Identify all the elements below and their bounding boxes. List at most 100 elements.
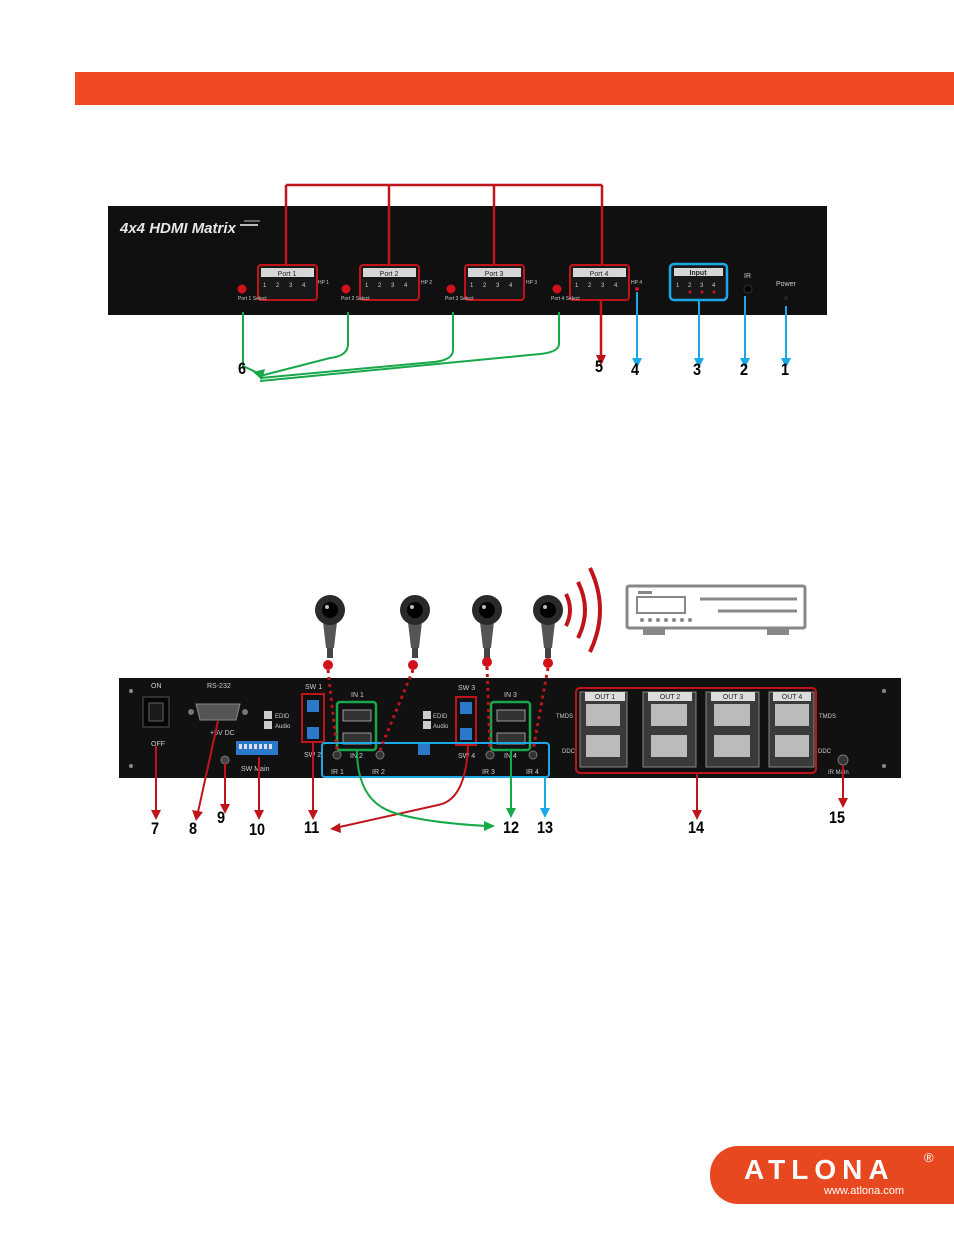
port-label-2: Port 2: [380, 271, 399, 278]
port-select-label-2: Port 2 Select: [341, 296, 370, 302]
port-label-4: Port 4: [590, 271, 609, 278]
svg-text:SW 3: SW 3: [458, 685, 475, 692]
svg-text:3: 3: [700, 283, 704, 289]
svg-text:HP 1: HP 1: [318, 280, 329, 286]
svg-text:4: 4: [404, 283, 408, 289]
callout-4: 4: [631, 360, 640, 379]
svg-text:OUT 4: OUT 4: [782, 694, 803, 701]
sw-main-label: SW Main: [241, 766, 270, 773]
svg-text:IR 2: IR 2: [372, 769, 385, 776]
svg-text:1: 1: [365, 283, 369, 289]
svg-text:2: 2: [483, 283, 487, 289]
ir-label: IR: [744, 273, 751, 280]
callout-12: 12: [503, 818, 520, 837]
svg-text:1: 1: [575, 283, 579, 289]
logo-registered-mark: ®: [924, 1150, 934, 1165]
callout-9: 9: [217, 808, 226, 827]
input-label: Input: [689, 270, 707, 277]
callout-7: 7: [151, 819, 160, 838]
ir-waves: [564, 567, 602, 653]
svg-text:4: 4: [614, 283, 618, 289]
port-group-3: Port 3 1 2 3 4 HP 3 Port 3 Select: [445, 264, 537, 302]
svg-text:3: 3: [391, 283, 395, 289]
svg-text:2: 2: [276, 283, 280, 289]
port-group-2: Port 2 1 2 3 4 HP 2 Port 2 Select: [341, 264, 432, 302]
port-group-1: Port 1 1 2 3 4 HP 1 Port 1 Select: [237, 264, 329, 302]
logo-brand: ATLONA: [744, 1154, 895, 1185]
svg-text:HP 3: HP 3: [526, 280, 537, 286]
svg-text:EDID: EDID: [433, 714, 448, 720]
svg-text:DDC: DDC: [818, 749, 832, 755]
svg-text:HP 4: HP 4: [631, 280, 642, 286]
port-select-label-3: Port 3 Select: [445, 296, 474, 302]
svg-text:1: 1: [263, 283, 267, 289]
svg-text:3: 3: [601, 283, 605, 289]
ir-main-jack: [837, 754, 849, 766]
rj45-ports: [579, 691, 815, 768]
svg-text:4: 4: [712, 283, 716, 289]
svg-text:IN 1: IN 1: [351, 692, 364, 699]
rs232-label: RS-232: [207, 683, 231, 690]
svg-text:IN 3: IN 3: [504, 692, 517, 699]
port-label-3: Port 3: [485, 271, 504, 278]
svg-text:EDID: EDID: [275, 714, 290, 720]
logo-url: www.atlona.com: [824, 1185, 905, 1197]
svg-text:Audio: Audio: [275, 724, 291, 730]
svg-text:IR 1: IR 1: [331, 769, 344, 776]
svg-text:4: 4: [302, 283, 306, 289]
callout-1: 1: [781, 360, 790, 379]
svg-text:DDC: DDC: [562, 749, 576, 755]
svg-text:3: 3: [496, 283, 500, 289]
ir-sensor: [743, 284, 753, 294]
callout-3: 3: [693, 360, 702, 379]
svg-text:IR Main: IR Main: [828, 770, 849, 776]
svg-text:SW 1: SW 1: [305, 684, 322, 691]
svg-text:OUT 1: OUT 1: [595, 694, 616, 701]
callout-11: 11: [304, 818, 320, 837]
av-receiver-icon: [625, 584, 807, 635]
power-led: [784, 296, 788, 300]
header-banner: [75, 72, 954, 105]
callout-10: 10: [249, 820, 266, 839]
svg-text:2: 2: [588, 283, 592, 289]
svg-text:1: 1: [470, 283, 474, 289]
port-select-label-1: Port 1 Select: [238, 296, 267, 302]
ir-eyes: [315, 595, 563, 658]
port-label-1: Port 1: [278, 271, 297, 278]
svg-text:Audio: Audio: [433, 724, 449, 730]
svg-text:OUT 2: OUT 2: [660, 694, 681, 701]
svg-text:OUT 3: OUT 3: [723, 694, 744, 701]
rs232-port: [195, 703, 241, 721]
off-label: OFF: [151, 741, 165, 748]
callout-14: 14: [688, 818, 705, 837]
svg-text:HP 2: HP 2: [421, 280, 432, 286]
dc-label: +5V DC: [210, 730, 235, 737]
svg-text:TMDS: TMDS: [819, 714, 836, 720]
callout-5: 5: [595, 357, 604, 376]
svg-text:IR 4: IR 4: [526, 769, 539, 776]
svg-text:IR 3: IR 3: [482, 769, 495, 776]
callout-2: 2: [740, 360, 749, 379]
dc-jack: [220, 755, 230, 765]
on-label: ON: [151, 683, 162, 690]
svg-text:1: 1: [676, 283, 680, 289]
ports-bracket: [284, 183, 604, 357]
sw3-sw4-box: [455, 696, 477, 746]
select-arrows: [242, 312, 560, 382]
svg-text:4: 4: [509, 283, 513, 289]
front-blue-arrows: [636, 292, 787, 360]
svg-text:TMDS: TMDS: [556, 714, 573, 720]
input-indicator-group: Input 1 2 3 4: [668, 262, 729, 302]
callout-15: 15: [829, 808, 846, 827]
callout-13: 13: [537, 818, 554, 837]
callout-6: 6: [238, 359, 247, 378]
svg-text:2: 2: [688, 283, 692, 289]
svg-text:3: 3: [289, 283, 293, 289]
atlona-logo: ATLONA ® www.atlona.com: [710, 1146, 954, 1204]
ir-jacks-box: [321, 742, 550, 778]
callout-8: 8: [189, 819, 198, 838]
svg-text:2: 2: [378, 283, 382, 289]
power-label: Power: [776, 281, 797, 288]
